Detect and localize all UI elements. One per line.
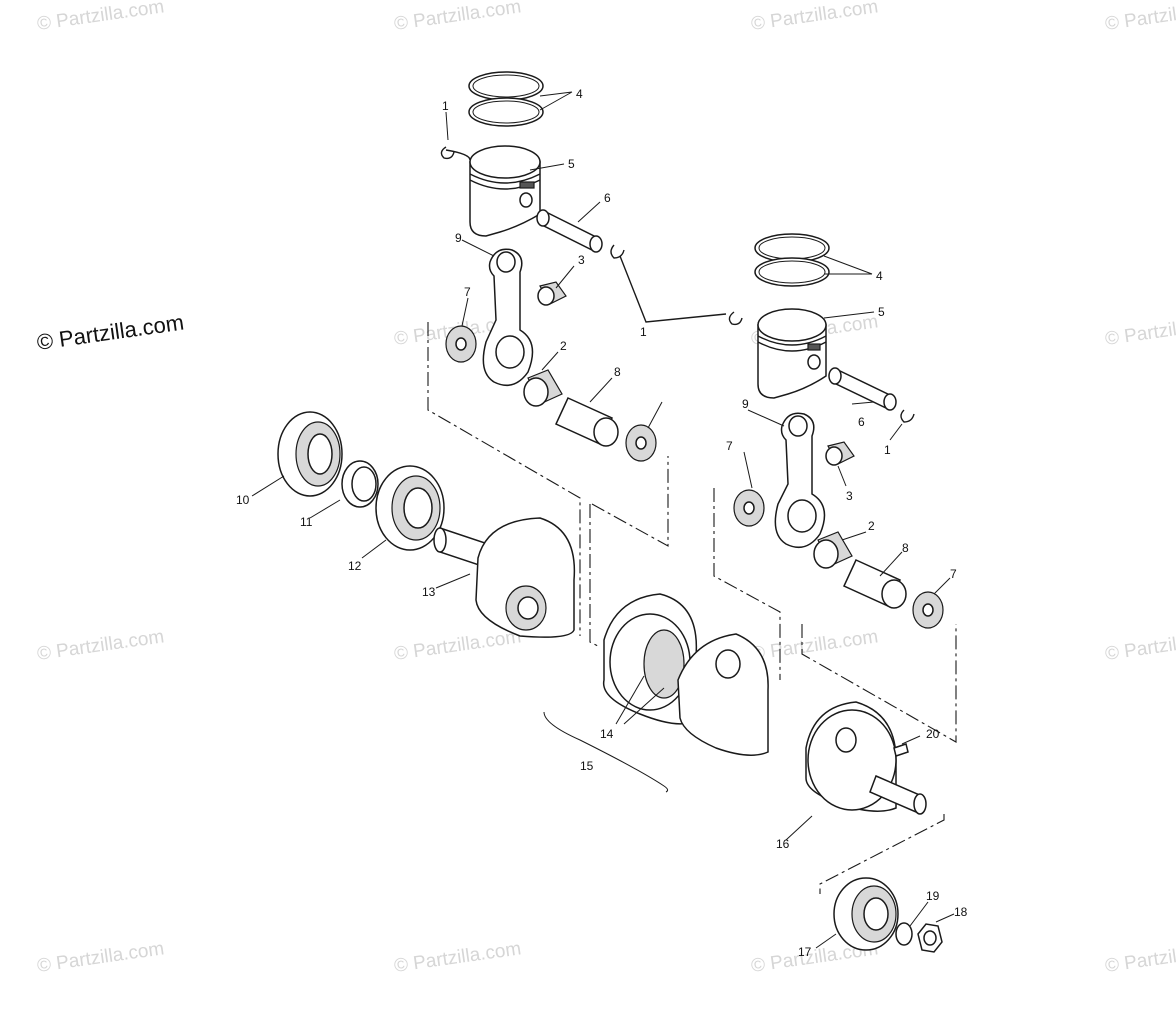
callout-label: 7 bbox=[464, 285, 471, 299]
circlip bbox=[900, 409, 915, 423]
watermark: © Partzilla.com bbox=[393, 626, 523, 665]
left-piston-assembly bbox=[440, 71, 657, 462]
watermark: © Partzilla.com bbox=[1104, 938, 1176, 977]
callout-label: 13 bbox=[422, 585, 436, 599]
piston-ring bbox=[468, 71, 544, 101]
callout-label: 8 bbox=[614, 365, 621, 379]
callout-label: 1 bbox=[884, 443, 891, 457]
circlip bbox=[610, 244, 625, 259]
callout-label: 9 bbox=[455, 231, 462, 245]
callout-label: 6 bbox=[858, 415, 865, 429]
callout-label: 11 bbox=[300, 515, 313, 529]
callout-label: 3 bbox=[846, 489, 853, 503]
circlip bbox=[728, 311, 743, 326]
callout-label: 9 bbox=[742, 397, 749, 411]
callout-label: 16 bbox=[776, 837, 790, 851]
watermark: © Partzilla.com bbox=[1104, 626, 1176, 665]
callout-label: 20 bbox=[926, 727, 940, 741]
crankshaft-assembly bbox=[277, 411, 943, 953]
callout-label: 14 bbox=[600, 727, 614, 741]
callout-label: 1 bbox=[442, 99, 449, 113]
callouts: 1 4 5 6 9 3 7 2 8 1 4 5 9 6 1 7 3 2 8 7 … bbox=[236, 87, 968, 959]
callout-label: 15 bbox=[580, 759, 594, 773]
watermarks: © Partzilla.com © Partzilla.com © Partzi… bbox=[35, 0, 1176, 977]
callout-label: 12 bbox=[348, 559, 362, 573]
callout-label: 2 bbox=[868, 519, 875, 533]
callout-label: 3 bbox=[578, 253, 585, 267]
callout-label: 6 bbox=[604, 191, 611, 205]
callout-label: 1 bbox=[640, 325, 647, 339]
circlip bbox=[440, 146, 455, 160]
callout-label: 5 bbox=[878, 305, 885, 319]
callout-label: 18 bbox=[954, 905, 968, 919]
piston-ring bbox=[754, 257, 830, 287]
callout-label: 7 bbox=[726, 439, 733, 453]
watermark: © Partzilla.com bbox=[36, 626, 166, 665]
watermark: © Partzilla.com bbox=[1104, 311, 1176, 350]
watermark: © Partzilla.com bbox=[36, 0, 166, 35]
callout-label: 19 bbox=[926, 889, 940, 903]
callout-label: 4 bbox=[876, 269, 883, 283]
watermark: © Partzilla.com bbox=[750, 626, 880, 665]
woodruff-key bbox=[893, 743, 909, 757]
callout-label: 17 bbox=[798, 945, 812, 959]
leader-lines bbox=[251, 91, 955, 949]
watermark: © Partzilla.com bbox=[750, 0, 880, 35]
piston-ring bbox=[468, 97, 544, 127]
watermark: © Partzilla.com bbox=[36, 938, 166, 977]
assembly-lines bbox=[427, 149, 957, 894]
callout-label: 8 bbox=[902, 541, 909, 555]
callout-label: 10 bbox=[236, 493, 250, 507]
callout-label: 7 bbox=[950, 567, 957, 581]
watermark: © Partzilla.com bbox=[1104, 0, 1176, 35]
watermark: © Partzilla.com bbox=[393, 0, 523, 35]
callout-label: 4 bbox=[576, 87, 583, 101]
callout-label: 5 bbox=[568, 157, 575, 171]
lock-washer bbox=[895, 922, 913, 946]
watermark-primary: © Partzilla.com bbox=[35, 310, 185, 355]
watermark: © Partzilla.com bbox=[393, 938, 523, 977]
right-piston-assembly bbox=[728, 233, 944, 629]
callout-label: 2 bbox=[560, 339, 567, 353]
